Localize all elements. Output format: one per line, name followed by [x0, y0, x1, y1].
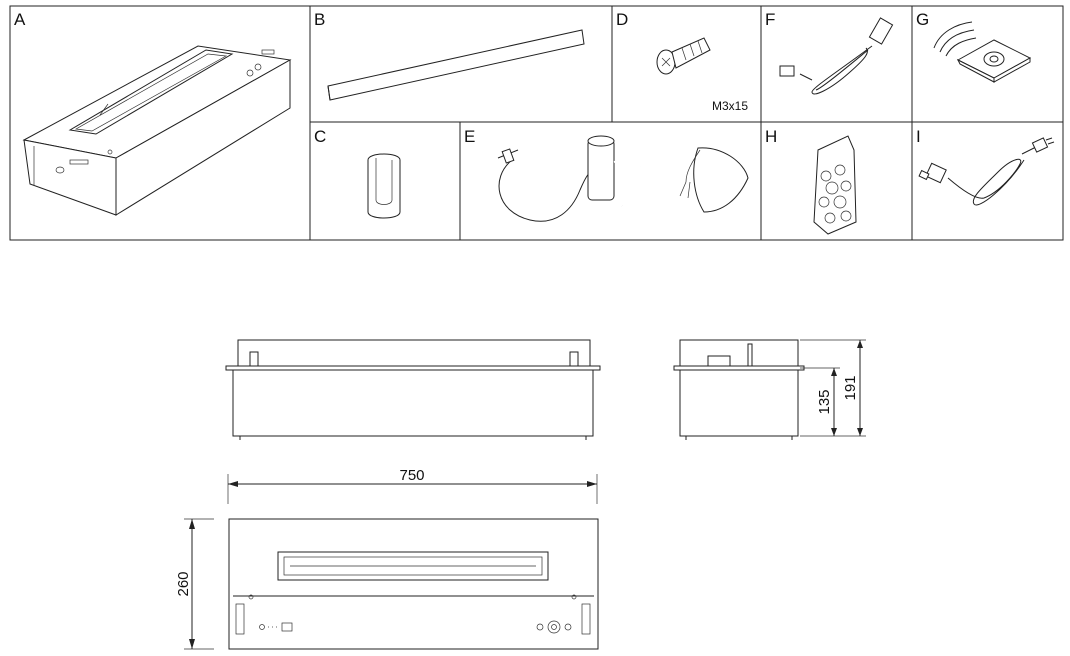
burner-unit-icon: [22, 45, 292, 216]
dimension-body-height: 135: [816, 389, 833, 414]
dimension-total-height: 191: [842, 375, 859, 400]
part-letter-a: A: [14, 10, 26, 29]
width-dimension: 750: [227, 467, 598, 504]
dimension-width: 750: [399, 467, 424, 484]
cover-strip-icon: [327, 29, 585, 101]
remote-control-icon: [933, 21, 1032, 83]
part-letter-d: D: [616, 10, 628, 29]
part-cell-g: G: [916, 10, 1032, 83]
usb-cable-icon: [779, 17, 894, 95]
part-cell-f: F: [765, 10, 894, 95]
part-cell-c: C: [314, 127, 401, 219]
part-letter-c: C: [314, 127, 326, 146]
part-letter-h: H: [765, 127, 777, 146]
part-cell-b: B: [314, 10, 585, 101]
side-view-drawing: 135 191: [673, 339, 866, 440]
power-cord-icon: [918, 137, 1055, 206]
part-cell-e: E: [464, 127, 749, 222]
decorative-stones-bag-icon: [813, 135, 857, 235]
screw-size-note: M3x15: [712, 99, 748, 113]
depth-dimension: 260: [175, 518, 214, 650]
part-letter-i: I: [916, 127, 921, 146]
part-letter-g: G: [916, 10, 929, 29]
part-letter-b: B: [314, 10, 325, 29]
dimension-depth: 260: [175, 571, 192, 596]
top-view-drawing: [228, 518, 599, 650]
screw-icon: [656, 37, 711, 75]
parts-grid: [9, 5, 1064, 241]
fuel-pump-kit-icon: [497, 135, 749, 222]
part-cell-i: I: [916, 127, 1055, 206]
part-cell-a: A: [14, 10, 292, 216]
part-letter-f: F: [765, 10, 775, 29]
part-cell-d: D M3x15: [616, 10, 748, 113]
bracket-icon: [367, 153, 401, 219]
part-letter-e: E: [464, 127, 475, 146]
front-view-drawing: [225, 339, 601, 440]
part-cell-h: H: [765, 127, 857, 235]
